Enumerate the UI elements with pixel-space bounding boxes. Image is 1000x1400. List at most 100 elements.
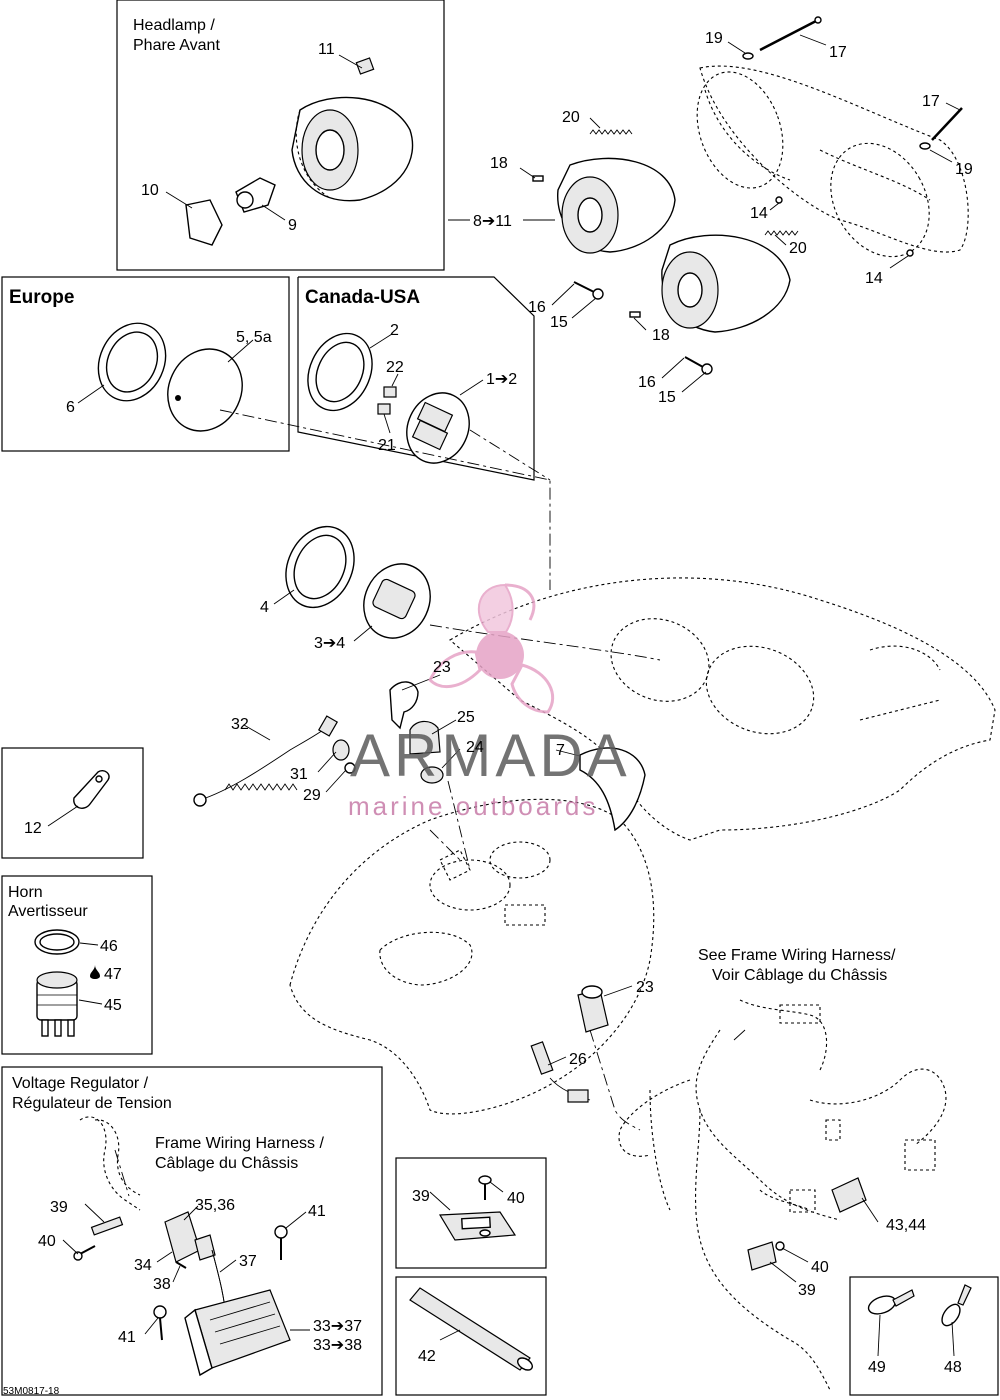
horn-title-line2: Avertisseur [8,903,88,920]
callout-16-lower: 16 [638,374,656,391]
callout-18-upper: 18 [490,155,508,172]
callout-14-lower: 14 [865,270,883,287]
callout-39-regulator: 39 [50,1199,68,1216]
callout-17-right: 17 [922,93,940,110]
pin-part-38 [175,1261,187,1269]
spring-part-20-right [764,230,799,236]
callout-18-lower: 18 [652,327,670,344]
bolt-part-41-upper [274,1225,288,1260]
callout-21: 21 [378,437,396,454]
clamp-part-49 [867,1289,915,1315]
callout-24: 24 [466,739,484,756]
callout-47: 47 [104,966,122,983]
callout-22: 22 [386,359,404,376]
callout-11-headlamp: 11 [318,41,335,58]
horn-ring-part-46 [34,929,80,955]
headlamp-right-assembly [661,234,791,333]
dashboard-outline [449,577,996,841]
callout-19-top: 19 [705,30,723,47]
callout-41-lower: 41 [118,1329,136,1346]
clamp-part-48 [941,1284,972,1327]
screw-part-16-15-upper [573,281,604,300]
callout-20-lower: 20 [789,240,807,257]
callout-16-upper: 16 [528,299,546,316]
watermark-brand: ARMADA [350,722,631,789]
bolt-part-41-lower [153,1305,167,1341]
callout-42: 42 [418,1348,436,1365]
console-outline [289,798,655,1115]
callout-45: 45 [104,997,122,1014]
connector-part-43 [831,1177,867,1213]
headlamp-left-assembly [557,157,676,254]
callout-23-switch: 23 [636,979,654,996]
canada-bezel-part-2 [307,332,373,412]
tube-42-box [395,1276,547,1396]
regulator-connector-part-35 [164,1211,216,1263]
harness-in-box-line2: Câblage du Châssis [155,1155,298,1172]
harness-outline-in-box [79,1116,141,1211]
callout-10: 10 [141,182,159,199]
screw-part-40-box [478,1175,492,1200]
pin-part-18 [532,175,544,182]
callout-19-right: 19 [955,161,973,178]
harness-reference-line2: Voir Câblage du Châssis [712,967,887,984]
callout-34: 34 [134,1257,152,1274]
bracket-part-39-in-box [90,1216,124,1236]
pin-part-18-lower [629,311,641,318]
callout-2: 2 [390,322,399,339]
fairing-part-7 [579,747,646,832]
switch-part-25 [409,720,441,755]
europe-gauge-part-5 [167,348,243,432]
callout-6: 6 [66,399,75,416]
callout-5-5a: 5, 5a [236,329,272,346]
callout-20-upper: 20 [562,109,580,126]
bolt-part-17-right [931,107,963,141]
callout-29: 29 [303,787,321,804]
headlamp-bracket-frame [696,65,969,258]
clip-part-12 [73,770,110,809]
watermark-propeller-hub [476,631,524,679]
europe-box [1,276,290,452]
headlamp-box [116,0,445,271]
callout-31: 31 [290,766,308,783]
bulb-socket-part-11 [355,57,375,75]
horn-box [1,875,153,1055]
tether-cord-part-32 [193,715,339,807]
canada-usa-title: Canada-USA [305,287,420,308]
callout-35-36: 35,36 [195,1197,235,1214]
cap-part-31 [332,739,350,761]
callout-25: 25 [457,709,475,726]
connector-bracket-part-39-harness [747,1241,777,1271]
connector-bracket-part-39 [438,1211,517,1241]
callout-15-upper: 15 [550,314,568,331]
callout-9: 9 [288,217,297,234]
key-part-23 [389,681,419,730]
callout-40-regulator: 40 [38,1233,56,1250]
bulb-parts-21-22 [377,386,397,415]
callout-49: 49 [868,1359,886,1376]
callout-8-to-11: 8➔11 [473,213,512,230]
callout-39-box: 39 [412,1188,430,1205]
grease-drop-icon [90,965,100,979]
horn-title-line1: Horn [8,884,43,901]
harness-reference-line1: See Frame Wiring Harness/ [698,947,896,964]
drawing-code: 53M0817-18 [3,1386,60,1397]
horn-body-part-45 [36,971,78,1037]
europe-bezel-part-6 [97,322,167,402]
europe-title: Europe [9,287,74,308]
callout-23-key: 23 [433,659,451,676]
callout-3-to-4: 3➔4 [314,635,345,652]
harness-in-box-line1: Frame Wiring Harness / [155,1135,324,1152]
tube-part-42 [409,1287,533,1371]
watermark-logo [428,583,555,714]
gauge-part-3 [363,563,431,639]
screw-part-16-15-lower [684,356,713,375]
callout-38: 38 [153,1276,171,1293]
headlamp-title-line2: Phare Avant [133,37,220,54]
callout-41-upper: 41 [308,1203,326,1220]
callout-40-box: 40 [507,1190,525,1207]
callout-37: 37 [239,1253,257,1270]
callout-46: 46 [100,938,118,955]
bolt-part-17-top [759,16,822,52]
bulb-part-9 [235,177,276,213]
